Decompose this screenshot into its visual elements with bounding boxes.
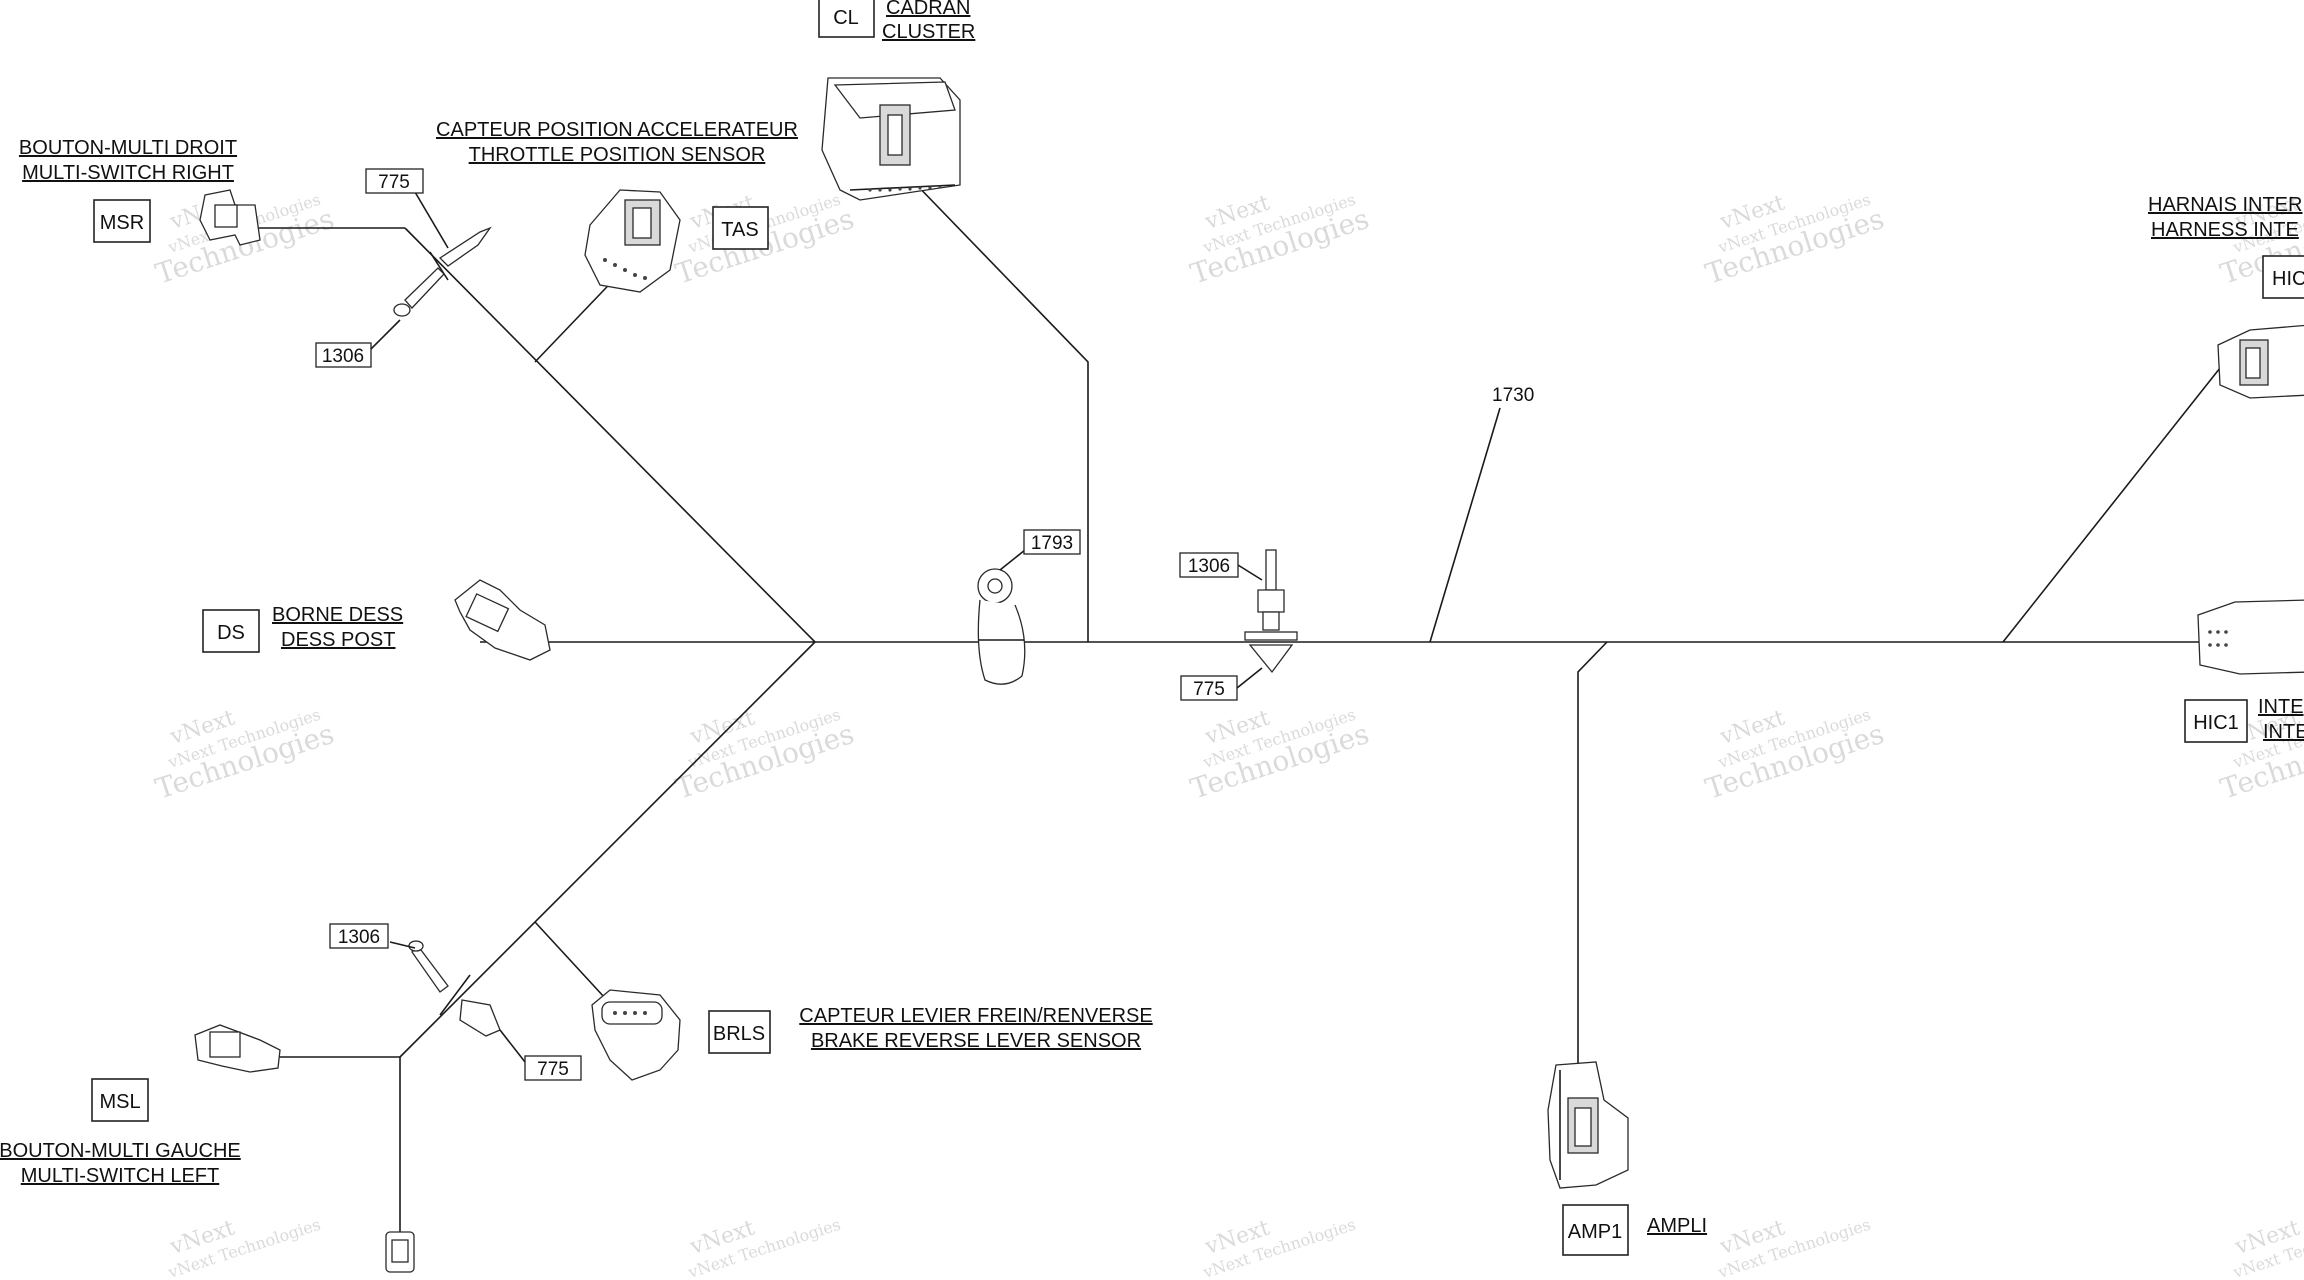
hic1-code: HIC1 xyxy=(2193,712,2239,734)
p1793-leader xyxy=(999,549,1026,571)
msr-code-box xyxy=(93,199,151,243)
p1306-msr-label: 1306 xyxy=(322,346,364,367)
amp1-label: AMPLI xyxy=(1647,1215,1707,1237)
watermark: vNext vNext Technologies xyxy=(1200,1215,1358,1280)
watermark: vNext vNext Technologies Technologies xyxy=(1701,705,1887,806)
cl-code-box xyxy=(818,0,875,38)
msr-label-en: MULTI-SWITCH RIGHT xyxy=(22,162,234,184)
amp1-connector[interactable] xyxy=(1547,1061,1629,1189)
p775-msr-label: 775 xyxy=(378,172,410,193)
amp1-code-box xyxy=(1562,1204,1629,1256)
brls-branch-wire xyxy=(534,921,606,999)
p1793-box xyxy=(1023,529,1081,555)
msl-connector[interactable] xyxy=(194,1024,281,1073)
wires xyxy=(255,177,2221,1235)
tas-code-box xyxy=(712,206,769,250)
msl-label-fr: BOUTON-MULTI GAUCHE xyxy=(0,1140,241,1162)
watermark: vNext vNext Technologies Technologies xyxy=(151,705,337,806)
cl-label-fr: CADRAN xyxy=(886,0,970,19)
hic-branch-wire xyxy=(2002,367,2221,643)
brls-code: BRLS xyxy=(713,1023,765,1045)
ds-label-en: DESS POST xyxy=(281,629,395,651)
p1730-leader xyxy=(1429,407,1501,643)
watermark: vNext vNext Technologies xyxy=(1715,1215,1873,1280)
msr-branch-wire xyxy=(404,227,816,643)
brls-code-box xyxy=(708,1010,771,1054)
p1306-main-box xyxy=(1179,552,1239,578)
ds-connector[interactable] xyxy=(454,579,551,661)
hic1-label-fr: INTE xyxy=(2258,696,2304,718)
p1306-main-label: 1306 xyxy=(1188,556,1230,577)
hic-connector[interactable] xyxy=(2217,324,2304,399)
watermark: vNext vNext Technologies xyxy=(2230,1215,2304,1280)
tas-label-en: THROTTLE POSITION SENSOR xyxy=(469,144,766,166)
p1306-msl-box xyxy=(329,923,389,949)
cl-branch-wire xyxy=(909,177,1089,642)
p775-msr-box xyxy=(365,168,424,194)
p1793-clip xyxy=(977,568,1026,685)
brls-label-fr: CAPTEUR LEVIER FREIN/RENVERSE xyxy=(799,1005,1152,1027)
amp1-code: AMP1 xyxy=(1568,1221,1622,1243)
msl-clip-assembly xyxy=(408,940,501,1037)
tas-label-fr: CAPTEUR POSITION ACCELERATEUR xyxy=(436,119,798,141)
p1306-msl-label: 1306 xyxy=(338,927,380,948)
main-clip-assembly xyxy=(1244,549,1298,674)
tas-code: TAS xyxy=(721,219,758,241)
hic-label-en: HARNESS INTE xyxy=(2151,219,2299,241)
p775-msl-box xyxy=(524,1055,582,1081)
msr-code: MSR xyxy=(100,212,144,234)
watermark: vNext vNext Technologies Technologies xyxy=(671,705,857,806)
p1306-msr-leader xyxy=(369,319,401,351)
p1306-msl-leader xyxy=(389,941,416,949)
amp1-branch-wire xyxy=(1577,641,1608,1065)
bottom-connector[interactable] xyxy=(385,1231,415,1273)
watermark: vNext vNext Technologies xyxy=(165,1215,323,1280)
msl-code: MSL xyxy=(99,1091,140,1113)
hic1-connector[interactable] xyxy=(2197,599,2304,675)
p775-main-leader xyxy=(1236,667,1263,689)
msl-label-en: MULTI-SWITCH LEFT xyxy=(21,1165,220,1187)
msr-connector[interactable] xyxy=(199,189,261,246)
hic-code: HIC xyxy=(2272,268,2304,290)
cl-label-en: CLUSTER xyxy=(882,21,975,43)
msl-branch-wire xyxy=(399,641,816,1058)
p775-main-box xyxy=(1180,675,1238,701)
brls-label-en: BRAKE REVERSE LEVER SENSOR xyxy=(811,1030,1141,1052)
hic-label-fr: HARNAIS INTER xyxy=(2148,194,2302,216)
msr-clip-assembly xyxy=(393,226,492,317)
watermark-layer: vNext vNext Technologies Technologies vN… xyxy=(151,190,2304,1280)
ds-label-fr: BORNE DESS xyxy=(272,604,403,626)
msl-code-box xyxy=(91,1078,149,1122)
p1730-label: 1730 xyxy=(1492,385,1534,406)
cl-code: CL xyxy=(833,7,859,29)
hic1-code-box xyxy=(2184,699,2248,743)
hic-code-box xyxy=(2262,255,2304,299)
hic1-label-en: INTE xyxy=(2263,721,2304,743)
watermark: vNext vNext Technologies xyxy=(685,1215,843,1280)
brls-connector[interactable] xyxy=(591,989,681,1081)
p775-msr-leader xyxy=(414,191,449,249)
ds-code-box xyxy=(202,609,260,653)
tas-connector[interactable] xyxy=(584,189,681,293)
p775-msl-leader xyxy=(499,1029,526,1063)
p1793-label: 1793 xyxy=(1031,533,1073,554)
p775-msl-label: 775 xyxy=(537,1059,569,1080)
watermark: vNext vNext Technologies Technologies xyxy=(1701,190,1887,291)
ds-code: DS xyxy=(217,622,245,644)
p1306-msr-box xyxy=(315,342,372,368)
p1306-main-leader xyxy=(1237,564,1263,581)
p775-main-label: 775 xyxy=(1193,679,1225,700)
cl-connector[interactable] xyxy=(821,77,961,201)
msr-label-fr: BOUTON-MULTI DROIT xyxy=(19,137,237,159)
watermark: vNext vNext Technologies Technologies xyxy=(1186,190,1372,291)
